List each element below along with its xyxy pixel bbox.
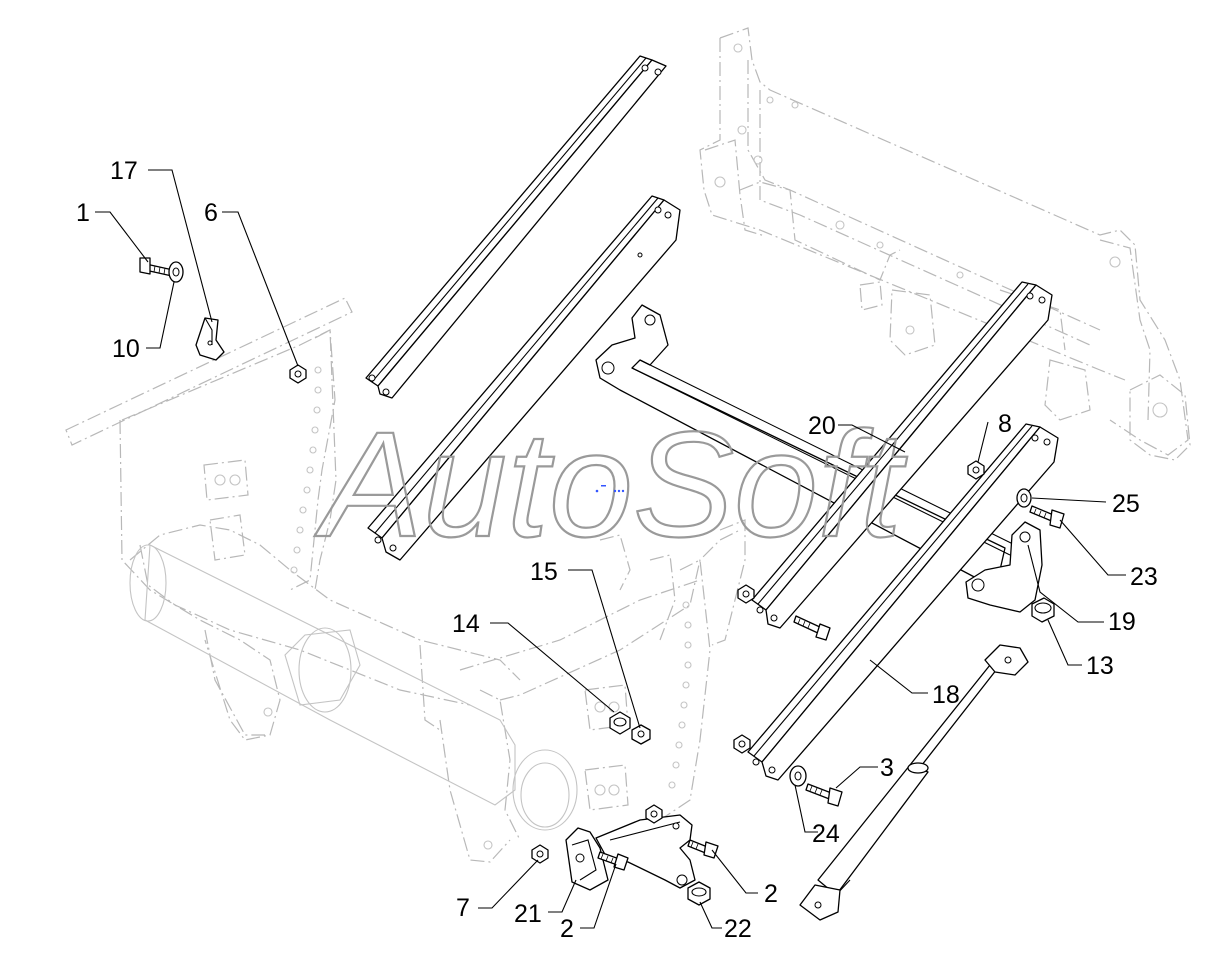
leader-lines (95, 169, 1126, 929)
callout-24: 24 (812, 820, 840, 848)
callout-1: 1 (76, 199, 90, 227)
gas-strut (799, 644, 1029, 921)
callout-19: 19 (1108, 608, 1136, 636)
callout-6: 6 (204, 199, 218, 227)
callout-7: 7 (456, 894, 470, 922)
callout-10: 10 (112, 335, 140, 363)
bolt-1 (139, 257, 174, 277)
callout-21: 21 (514, 900, 542, 928)
callout-20: 20 (808, 412, 836, 440)
callout-15: 15 (530, 558, 558, 586)
bracket-lower-plate (595, 814, 696, 889)
callout-2-right: 2 (764, 880, 778, 908)
rail-18 (747, 423, 1059, 781)
callout-23: 23 (1130, 563, 1158, 591)
bracket-17 (195, 317, 225, 361)
phantom-frame-front (65, 297, 746, 863)
bracket-19 (965, 521, 1043, 613)
watermark-text: AutoSoft (314, 400, 907, 568)
bolt-2b (687, 839, 719, 859)
bolt-2a (597, 851, 629, 871)
nut-rail-mid (737, 584, 755, 604)
nut-13 (1031, 597, 1055, 623)
washer-10 (168, 261, 184, 283)
callout-8: 8 (998, 410, 1012, 438)
rail-center (367, 195, 681, 561)
bolt-3 (805, 783, 843, 807)
nut-6 (289, 364, 307, 384)
washer-25 (1016, 488, 1032, 508)
washer-24 (789, 765, 807, 787)
callout-14: 14 (452, 610, 480, 638)
nut-bottom-top (645, 804, 663, 824)
nut-8 (967, 460, 985, 480)
cursor-marker (595, 485, 625, 493)
callout-22: 22 (724, 915, 752, 943)
bolt-23 (1029, 505, 1065, 529)
nut-14 (609, 711, 631, 735)
callout-labels: 1 17 6 10 20 8 25 23 19 13 18 15 14 3 24… (76, 157, 1158, 943)
callout-25: 25 (1112, 490, 1140, 518)
nut-22 (687, 881, 711, 906)
callout-3: 3 (880, 754, 894, 782)
callout-2-lower: 2 (560, 915, 574, 943)
nut-rail-18 (733, 734, 751, 754)
rail-upper (365, 55, 667, 399)
nut-7 (531, 844, 549, 864)
callout-13: 13 (1086, 652, 1114, 680)
callout-17: 17 (110, 157, 138, 185)
bolt-rail-mid (793, 615, 831, 641)
nut-15 (631, 724, 651, 745)
callout-18: 18 (932, 681, 960, 709)
